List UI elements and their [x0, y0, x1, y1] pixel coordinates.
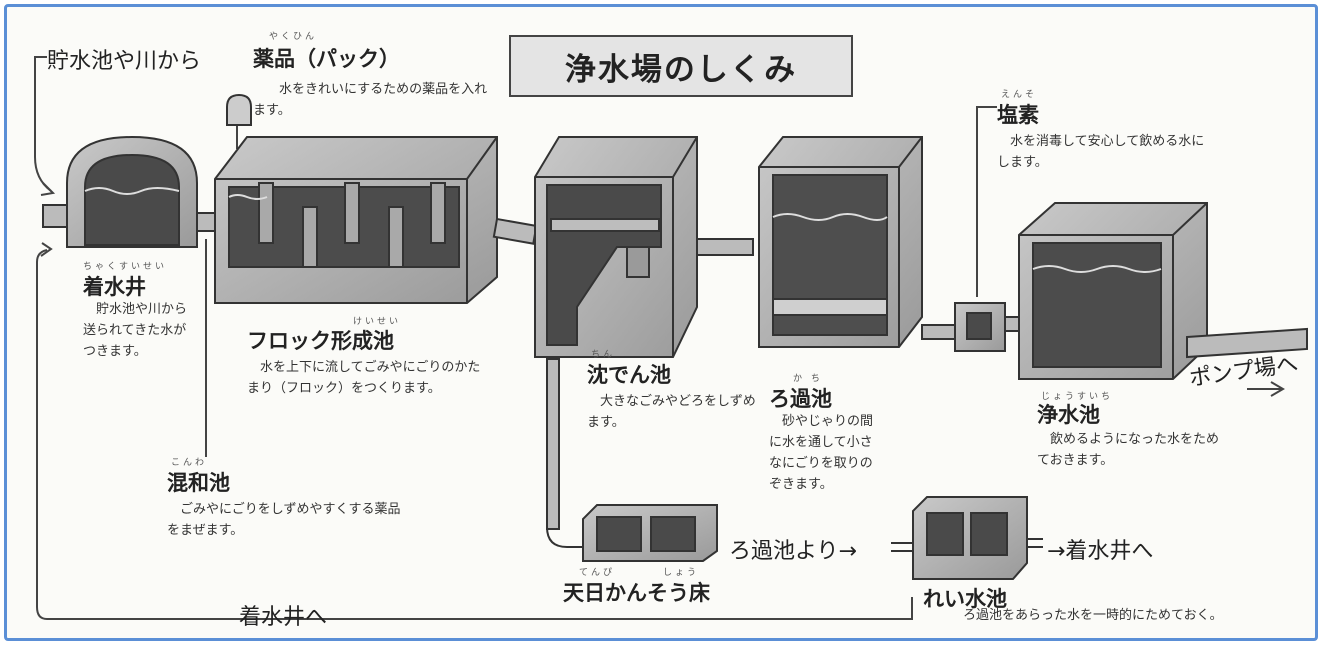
chlorine-box — [954, 302, 1028, 352]
drying-bed-tank — [546, 504, 718, 562]
drying-bed-ruby: てんぴ しょう — [579, 568, 700, 578]
receiving-well-title: 着水井 — [83, 275, 146, 299]
sedimentation-desc: 大きなごみやどろをしずめます。 — [587, 394, 756, 430]
sedimentation-title: 沈でん池 — [587, 363, 671, 387]
clear-well-title: 浄水池 — [1037, 403, 1100, 427]
chemicals-title: 薬品（パック） — [253, 47, 400, 71]
chlorine-desc: 水を消毒して安心して飲める水にします。 — [997, 134, 1205, 170]
floc-basin-desc: 水を上下に流してごみやにごりのかたまり（フロック）をつくります。 — [247, 360, 481, 396]
chlorine-leader-line — [976, 106, 997, 297]
filter-desc: 砂やじゃりの間に水を通して小さなにごりを取りのぞきます。 — [769, 414, 874, 492]
chlorine-ruby: えんそ — [1001, 90, 1038, 100]
to-well-label-right: →着水井へ — [1047, 539, 1154, 564]
washwater-basin-tank — [891, 496, 1043, 580]
washwater-basin-desc: ろ過池をあらった水を一時的にためておく。 — [963, 608, 1223, 623]
source-label: 貯水池や川から — [47, 49, 202, 74]
chemicals-ruby: やくひん — [269, 32, 318, 42]
clear-well-tank — [1018, 202, 1308, 380]
sedimentation-ruby: ちん — [591, 350, 616, 360]
diagram-frame: 浄水場のしくみ 貯水池や川から やくひん 薬品（パック） 水をきれいにするための… — [4, 4, 1318, 641]
filter-tank — [758, 136, 957, 348]
chemicals-desc: 水をきれいにするための薬品を入れます。 — [253, 82, 488, 118]
clear-well-desc: 飲めるようになった水をためておきます。 — [1037, 432, 1220, 468]
clear-well-ruby: じょうすいち — [1041, 392, 1114, 402]
source-arrow-head — [40, 182, 56, 196]
drying-bed-title: 天日かんそう床 — [563, 581, 710, 605]
title-box: 浄水場のしくみ — [509, 35, 853, 97]
receiving-well-tank — [42, 135, 220, 248]
floc-basin-tank — [214, 136, 538, 304]
mixing-basin-ruby: こんわ — [171, 458, 208, 468]
plant-illustration — [34, 56, 1308, 620]
return-flow-line — [36, 249, 913, 620]
chemical-pack — [226, 93, 252, 126]
washwater-basin-title: れい水池 — [923, 587, 1007, 611]
source-flow-line — [34, 56, 52, 192]
receiving-well-desc: 貯水池や川から送られてきた水がつきます。 — [83, 302, 188, 359]
return-arrow-head — [40, 242, 53, 257]
from-filter-label: ろ過池より→ — [729, 539, 857, 564]
mixing-basin-desc: ごみやにごりをしずめやすくする薬品をまぜます。 — [167, 502, 401, 538]
sedimentation-tank — [534, 136, 754, 530]
mixing-basin-title: 混和池 — [167, 471, 230, 495]
receiving-well-ruby: ちゃくすいせい — [83, 262, 168, 272]
filter-ruby: か ち — [793, 374, 823, 384]
floc-basin-ruby: けいせい — [353, 317, 402, 327]
filter-title: ろ過池 — [769, 387, 832, 411]
diagram-title: 浄水場のしくみ — [564, 51, 798, 88]
chlorine-title: 塩素 — [997, 103, 1039, 127]
pump-arrow-head — [1270, 381, 1285, 397]
to-well-label-bottom: 着水井へ — [239, 605, 328, 630]
floc-basin-title: フロック形成池 — [247, 329, 394, 353]
